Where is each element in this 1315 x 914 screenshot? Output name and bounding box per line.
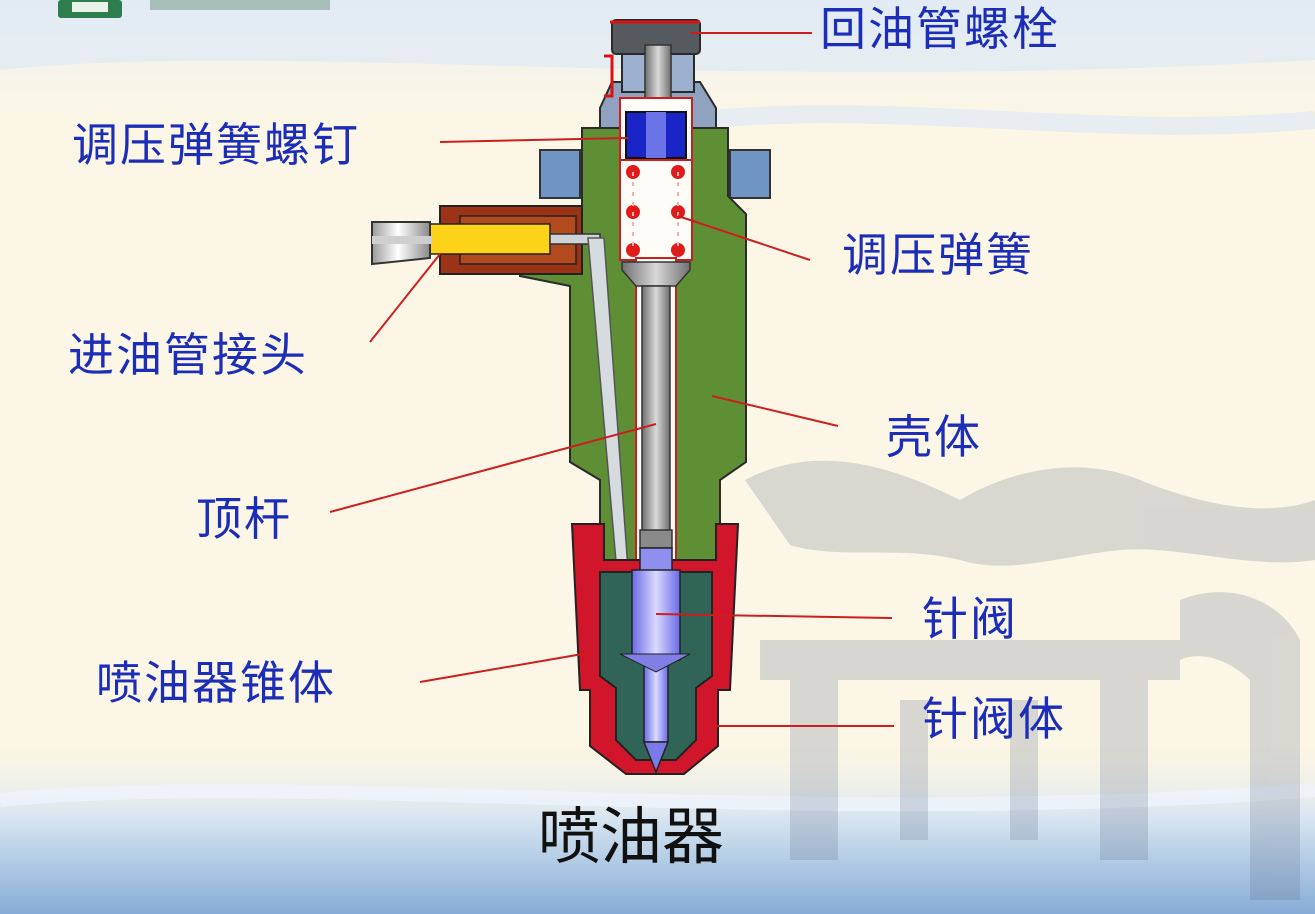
label-inlet-fitting: 进油管接头 [68, 332, 308, 378]
label-housing: 壳体 [886, 414, 982, 460]
label-nozzle-cone: 喷油器锥体 [96, 660, 336, 706]
label-adjust-spring: 调压弹簧 [842, 232, 1034, 278]
label-needle-body: 针阀体 [922, 696, 1066, 742]
label-needle-valve: 针阀 [922, 596, 1018, 642]
label-adjust-screw: 调压弹簧螺钉 [72, 122, 360, 168]
diagram-caption: 喷油器 [538, 806, 724, 868]
leader-inlet-fitting [370, 254, 440, 342]
label-return-bolt: 回油管螺栓 [820, 6, 1060, 52]
label-push-rod: 顶杆 [196, 496, 292, 542]
adjust-screw [626, 112, 686, 158]
leader-nozzle-cone [420, 652, 594, 682]
inlet-fitting [372, 206, 600, 274]
